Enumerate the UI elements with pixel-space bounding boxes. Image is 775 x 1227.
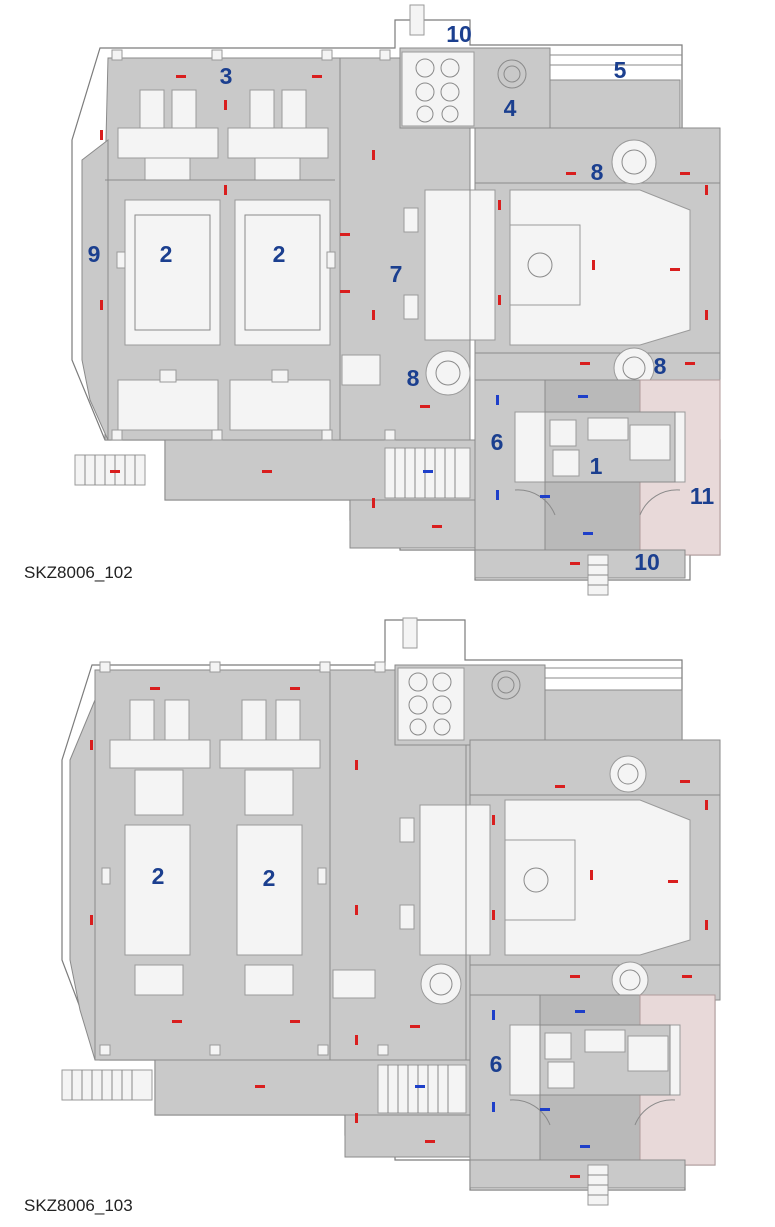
- label-11: 11: [690, 483, 715, 509]
- label-2-left-103: 2: [152, 863, 165, 889]
- label-2-right: 2: [273, 241, 286, 267]
- label-2-left: 2: [160, 241, 173, 267]
- label-8-top: 8: [591, 159, 604, 185]
- label-9: 9: [88, 241, 101, 267]
- stair-treads-2: [387, 1065, 449, 1113]
- label-6: 6: [491, 429, 504, 455]
- label-10-bottom: 10: [634, 549, 660, 575]
- label-8-right: 8: [654, 353, 667, 379]
- label-1: 1: [590, 453, 603, 479]
- caption-103: SKZ8006_103: [24, 1196, 133, 1215]
- flow-arrows-2: [90, 687, 708, 1178]
- label-3: 3: [220, 63, 233, 89]
- floor-plan-103: 2 2 6 SKZ8006_103: [24, 617, 721, 1215]
- floor-plan-102: 10 3 5 4 8 9 2 2 7 8 8 6 1 11 10 SKZ8006…: [24, 4, 721, 596]
- label-4: 4: [504, 95, 517, 121]
- label-2-right-103: 2: [263, 865, 276, 891]
- label-7: 7: [390, 261, 403, 287]
- label-8-bottom: 8: [407, 365, 420, 391]
- label-6-103: 6: [490, 1051, 503, 1077]
- flow-arrows-1: [100, 75, 708, 565]
- label-5: 5: [614, 57, 627, 83]
- label-10-top: 10: [446, 21, 472, 47]
- caption-102: SKZ8006_102: [24, 563, 133, 582]
